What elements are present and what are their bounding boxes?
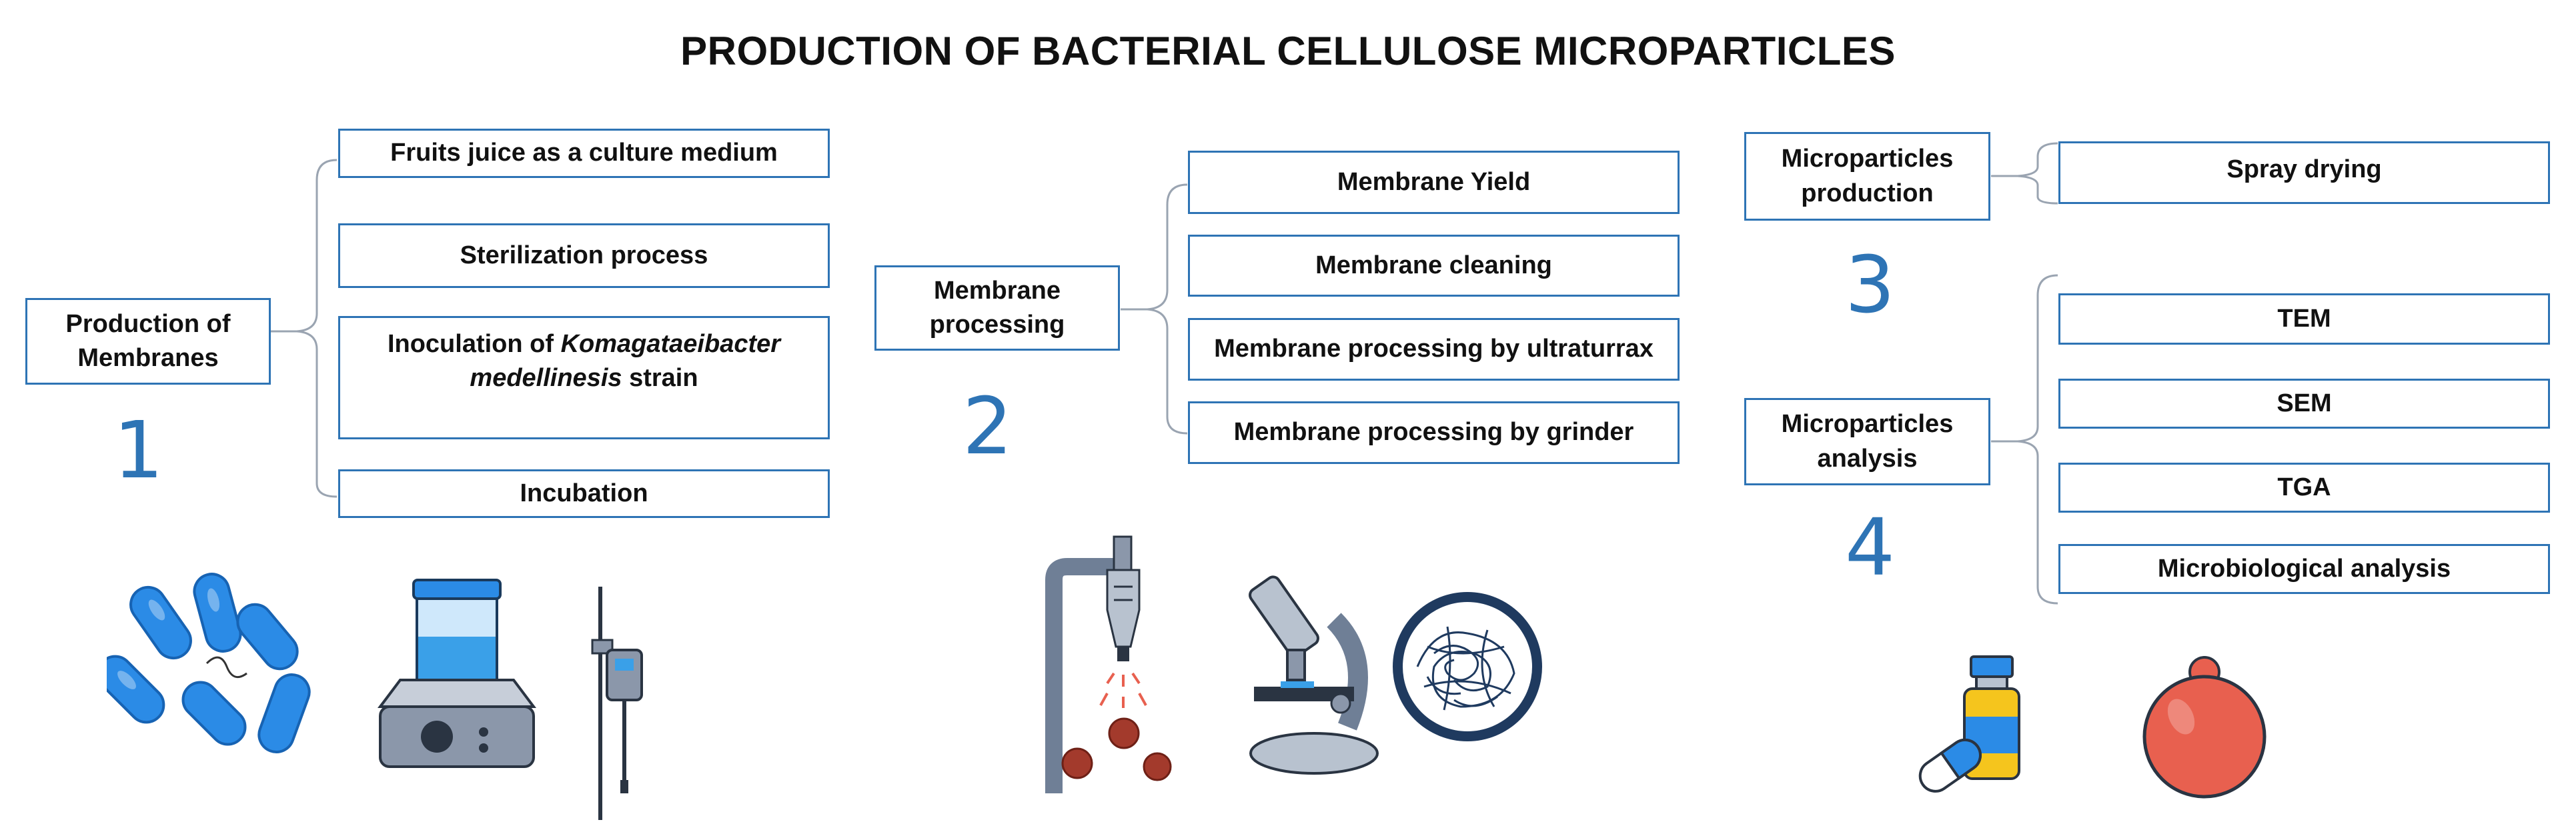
production-of-membranes-box: Production of Membranes <box>25 298 271 385</box>
inoculation-label: Inoculation of Komagataeibacter medellin… <box>350 327 818 396</box>
strain-name-text: Komagataeibacter medellinesis <box>470 330 781 393</box>
microscope-icon <box>1249 575 1379 775</box>
spray-dryer-icon <box>1045 535 1172 793</box>
medicine-vial-capsule-icon <box>1918 655 2020 793</box>
membrane-cleaning-label: Membrane cleaning <box>1315 251 1552 279</box>
microparticle-icon <box>2142 656 2267 799</box>
microparticles-production-label: Microparticles production <box>1781 145 1954 207</box>
membrane-ultraturrax-label: Membrane processing by ultraturrax <box>1214 335 1654 363</box>
membrane-cleaning-box: Membrane cleaning <box>1188 235 1680 297</box>
membrane-grinder-label: Membrane processing by grinder <box>1233 418 1634 447</box>
membrane-yield-box: Membrane Yield <box>1188 151 1680 214</box>
inoculation-text: Inoculation of <box>387 330 561 358</box>
production-of-membranes-label: Production of Membranes <box>65 309 231 372</box>
microparticles-analysis-box: Microparticles analysis <box>1744 398 1990 485</box>
sem-label: SEM <box>2277 389 2332 417</box>
spray-drying-label: Spray drying <box>2226 155 2382 183</box>
incubation-label: Incubation <box>520 479 648 507</box>
sem-box: SEM <box>2058 379 2550 429</box>
fiber-network-icon <box>1393 592 1542 741</box>
microparticles-analysis-label: Microparticles analysis <box>1781 410 1954 473</box>
step-number-2: 2 <box>962 380 1013 472</box>
ultraturrax-icon <box>591 587 643 820</box>
page-title: PRODUCTION OF BACTERIAL CELLULOSE MICROP… <box>680 29 1896 73</box>
microbiological-analysis-label: Microbiological analysis <box>2157 554 2451 583</box>
microbiological-analysis-box: Microbiological analysis <box>2058 544 2550 594</box>
membrane-processing-label: Membrane processing <box>929 276 1065 339</box>
step-number-3: 3 <box>1845 239 1896 331</box>
membrane-ultraturrax-box: Membrane processing by ultraturrax <box>1188 318 1680 381</box>
strain-text: strain <box>622 364 698 393</box>
microparticles-production-box: Microparticles production <box>1744 132 1990 221</box>
tga-box: TGA <box>2058 463 2550 513</box>
bacteria-icon <box>107 573 311 753</box>
tga-label: TGA <box>2277 473 2331 501</box>
fruits-juice-label: Fruits juice as a culture medium <box>390 139 778 167</box>
step-number-1: 1 <box>113 404 164 496</box>
membrane-processing-box: Membrane processing <box>874 265 1120 351</box>
fruits-juice-box: Fruits juice as a culture medium <box>338 129 830 178</box>
magnetic-stirrer-icon <box>378 579 536 768</box>
inoculation-box: Inoculation of Komagataeibacter medellin… <box>338 316 830 439</box>
tem-label: TEM <box>2277 304 2331 333</box>
incubation-box: Incubation <box>338 469 830 518</box>
sterilization-label: Sterilization process <box>460 241 708 269</box>
sterilization-box: Sterilization process <box>338 223 830 288</box>
membrane-yield-label: Membrane Yield <box>1337 167 1531 196</box>
tem-box: TEM <box>2058 293 2550 345</box>
spray-drying-box: Spray drying <box>2058 141 2550 204</box>
membrane-grinder-box: Membrane processing by grinder <box>1188 401 1680 464</box>
step-number-4: 4 <box>1845 501 1896 593</box>
